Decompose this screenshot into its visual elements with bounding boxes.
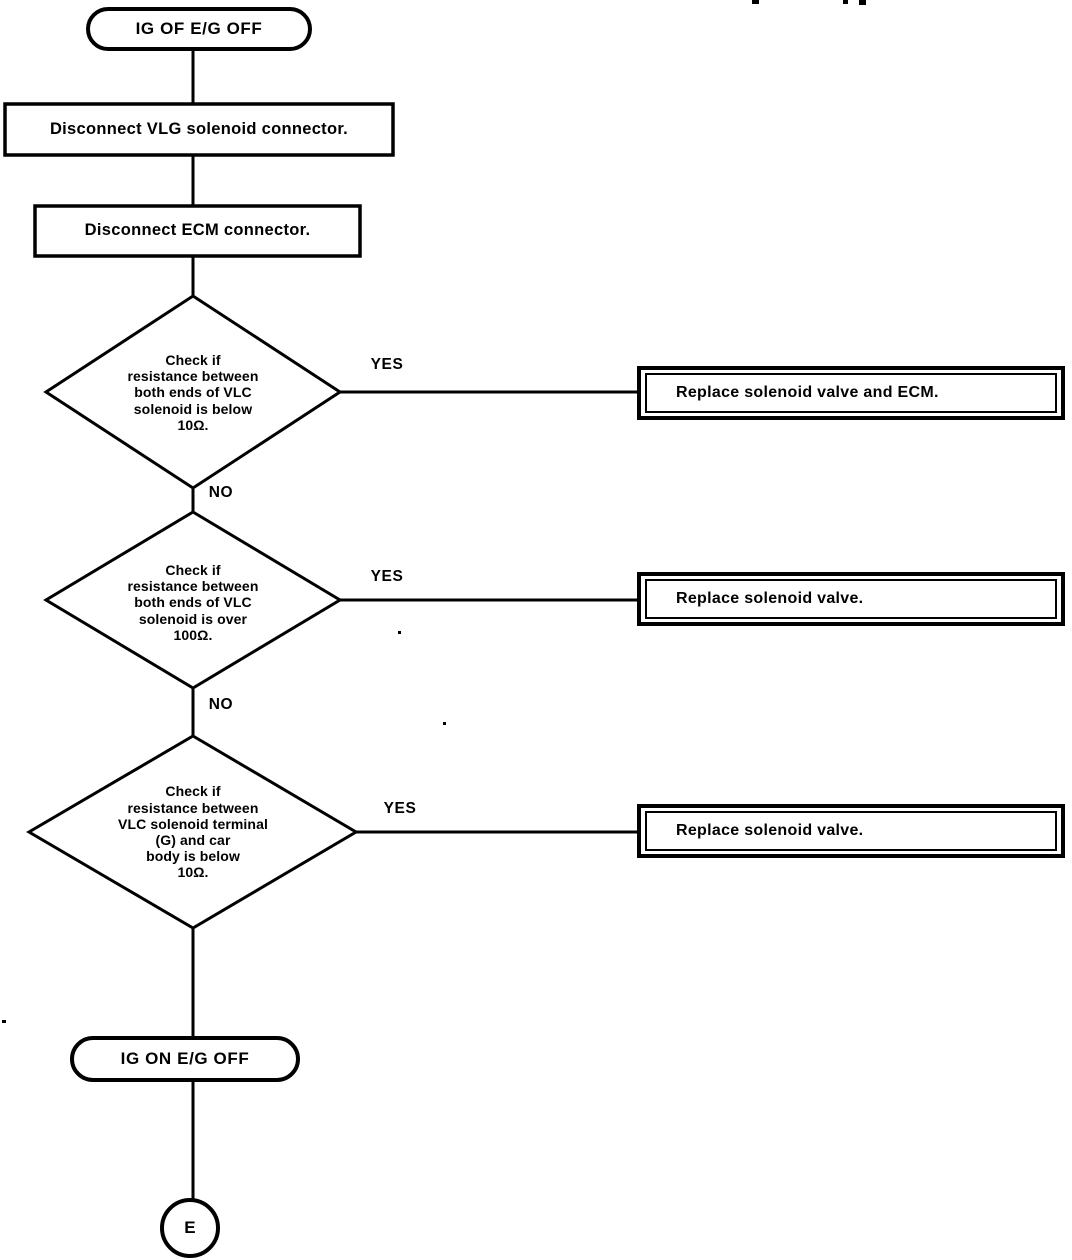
scan-speck-left-1 <box>2 1020 6 1023</box>
connector-e[interactable] <box>162 1200 218 1256</box>
process-2-shape <box>33 204 362 258</box>
decision-1-shape <box>43 294 343 490</box>
decision-1[interactable] <box>46 296 340 488</box>
result-1[interactable] <box>639 368 1063 418</box>
scan-speck-mid-1 <box>398 631 401 634</box>
connector-circle-shape <box>160 1198 220 1258</box>
connector-lines <box>191 48 641 1200</box>
result-3[interactable] <box>639 806 1063 856</box>
result-2-shape <box>637 572 1065 626</box>
end-terminator-shape <box>70 1036 300 1082</box>
scan-speck-top-1 <box>752 0 759 4</box>
decision-2[interactable] <box>46 512 340 688</box>
result-1-shape <box>637 366 1065 420</box>
process-1-shape <box>3 102 395 157</box>
decision-2-shape <box>43 510 343 690</box>
decision-3-shape <box>26 734 359 930</box>
scan-speck-top-2 <box>843 0 848 4</box>
process-1[interactable] <box>5 104 393 155</box>
end-terminator[interactable] <box>72 1038 298 1080</box>
decision-3[interactable] <box>29 736 356 928</box>
start-terminator-shape <box>86 7 312 51</box>
result-3-shape <box>637 804 1065 858</box>
process-2[interactable] <box>35 206 360 256</box>
result-2[interactable] <box>639 574 1063 624</box>
scan-speck-mid-2 <box>443 722 446 725</box>
start-terminator[interactable] <box>88 9 310 49</box>
scan-speck-top-3 <box>859 0 866 5</box>
